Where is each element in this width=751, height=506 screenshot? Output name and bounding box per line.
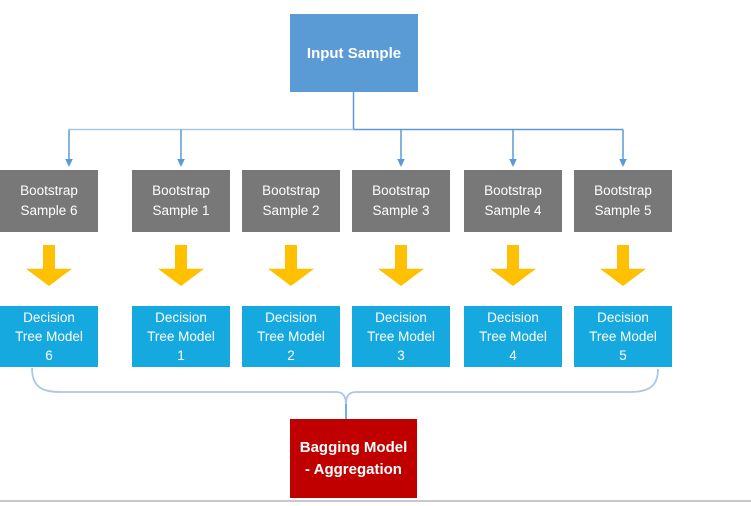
- input-sample-label: Input Sample: [306, 44, 402, 62]
- tree-label-line1: Decision: [375, 310, 427, 325]
- bootstrap-label-line1: Bootstrap: [152, 183, 210, 198]
- pipeline-column-2: Bootstrap Sample 2 Decision Tree Model 2: [242, 0, 340, 400]
- down-block-arrow-icon: [268, 245, 314, 286]
- aggregation-label-line2: - Aggregation: [305, 460, 402, 478]
- down-block-arrow-icon: [378, 245, 424, 286]
- bootstrap-label-line1: Bootstrap: [484, 183, 542, 198]
- tree-label-line2: Tree Model: [257, 329, 325, 344]
- aggregation-label-line1: Bagging Model: [299, 438, 408, 456]
- tree-label-line2: Tree Model: [479, 329, 547, 344]
- tree-label-line3: 5: [619, 348, 627, 363]
- decision-tree-box: Decision Tree Model 3: [352, 306, 450, 367]
- tree-label-line1: Decision: [597, 310, 649, 325]
- input-sample-box: Input Sample: [290, 14, 418, 92]
- tree-label-line1: Decision: [265, 310, 317, 325]
- tree-label-line3: 3: [397, 348, 405, 363]
- tree-label-line3: 6: [45, 348, 53, 363]
- pipeline-column-5: Bootstrap Sample 5 Decision Tree Model 5: [574, 0, 672, 400]
- bootstrap-sample-box: Bootstrap Sample 3: [352, 170, 450, 232]
- bootstrap-label-line2: Sample 6: [20, 203, 78, 218]
- bootstrap-label-line2: Sample 4: [484, 203, 542, 218]
- decision-tree-box: Decision Tree Model 6: [0, 306, 98, 367]
- tree-label-line2: Tree Model: [367, 329, 435, 344]
- bootstrap-label-line1: Bootstrap: [20, 183, 78, 198]
- bootstrap-label-line1: Bootstrap: [262, 183, 320, 198]
- bootstrap-sample-box: Bootstrap Sample 4: [464, 170, 562, 232]
- tree-label-line2: Tree Model: [15, 329, 83, 344]
- bootstrap-sample-box: Bootstrap Sample 6: [0, 170, 98, 232]
- tree-label-line1: Decision: [23, 310, 75, 325]
- slide-bottom-edge: [0, 500, 751, 502]
- tree-label-line3: 1: [177, 348, 185, 363]
- bootstrap-label-line2: Sample 2: [262, 203, 320, 218]
- bootstrap-label-line2: Sample 1: [152, 203, 210, 218]
- tree-label-line3: 2: [287, 348, 295, 363]
- tree-label-line1: Decision: [155, 310, 207, 325]
- down-block-arrow-icon: [600, 245, 646, 286]
- down-block-arrow-icon: [158, 245, 204, 286]
- decision-tree-box: Decision Tree Model 1: [132, 306, 230, 367]
- bootstrap-label-line1: Bootstrap: [594, 183, 652, 198]
- tree-label-line2: Tree Model: [147, 329, 215, 344]
- pipeline-column-1: Bootstrap Sample 1 Decision Tree Model 1: [132, 0, 230, 400]
- pipeline-column-4: Bootstrap Sample 4 Decision Tree Model 4: [464, 0, 562, 400]
- bagging-aggregation-box: Bagging Model - Aggregation: [290, 419, 417, 498]
- bootstrap-sample-box: Bootstrap Sample 5: [574, 170, 672, 232]
- pipeline-column-6: Bootstrap Sample 6 Decision Tree Model 6: [0, 0, 98, 400]
- decision-tree-box: Decision Tree Model 2: [242, 306, 340, 367]
- bootstrap-sample-box: Bootstrap Sample 1: [132, 170, 230, 232]
- tree-label-line1: Decision: [487, 310, 539, 325]
- bootstrap-label-line2: Sample 3: [372, 203, 430, 218]
- decision-tree-box: Decision Tree Model 5: [574, 306, 672, 367]
- down-block-arrow-icon: [26, 245, 72, 286]
- decision-tree-box: Decision Tree Model 4: [464, 306, 562, 367]
- tree-label-line2: Tree Model: [589, 329, 657, 344]
- down-block-arrow-icon: [490, 245, 536, 286]
- pipeline-column-3: Bootstrap Sample 3 Decision Tree Model 3: [352, 0, 450, 400]
- tree-label-line3: 4: [509, 348, 517, 363]
- bootstrap-label-line1: Bootstrap: [372, 183, 430, 198]
- bootstrap-label-line2: Sample 5: [594, 203, 652, 218]
- brace-connector: [31, 367, 659, 419]
- bootstrap-sample-box: Bootstrap Sample 2: [242, 170, 340, 232]
